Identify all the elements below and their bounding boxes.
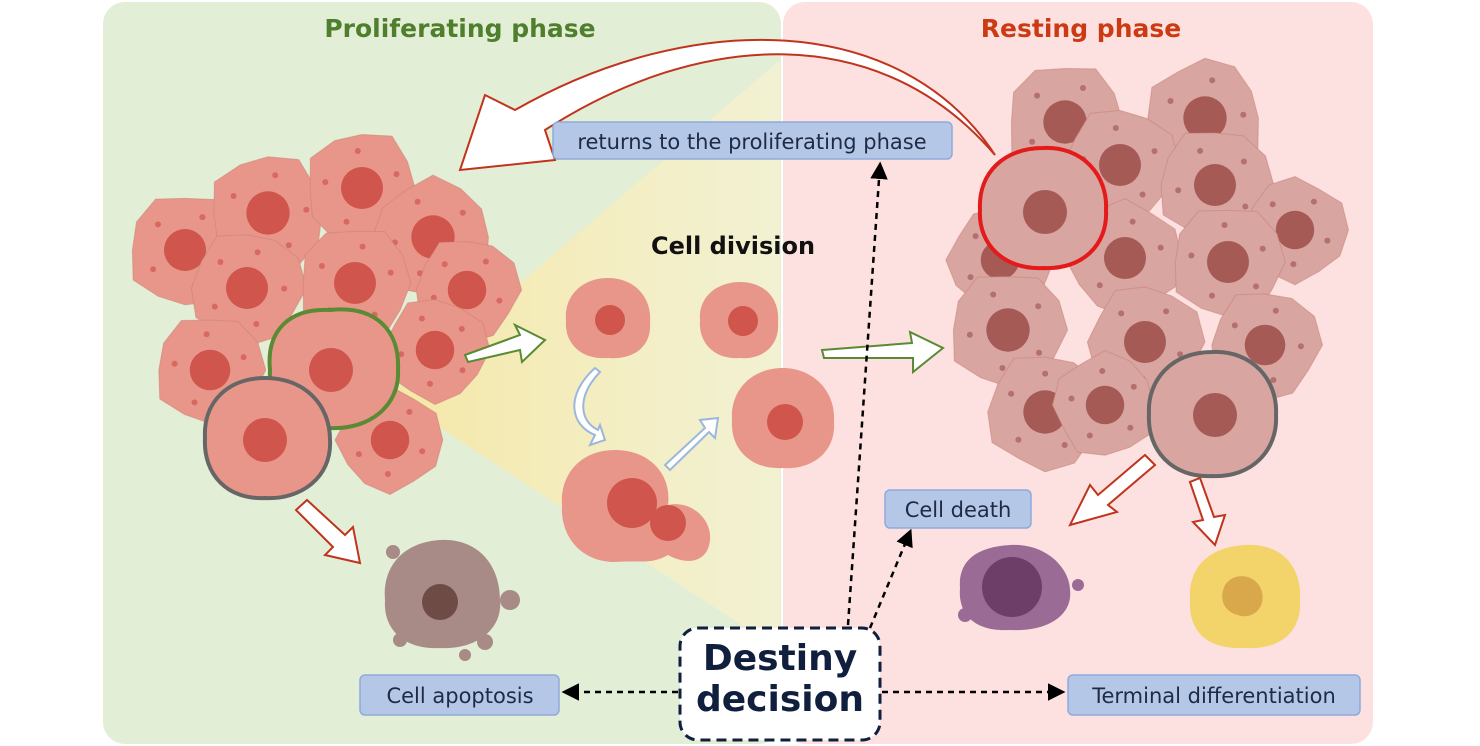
resting-cell-cluster [945, 57, 1350, 473]
division-straight-arrow [663, 416, 720, 472]
dead-cell [958, 544, 1084, 631]
to-resting-arrow [820, 330, 945, 375]
cell-division-label: Cell division [651, 232, 815, 260]
highlighted-apoptotic-origin-cell [202, 375, 333, 501]
resting-cell-12 [1051, 350, 1154, 456]
terminal-differentiation-label: Terminal differentiation [1067, 674, 1361, 716]
to-cell-death-arrow [1068, 453, 1157, 527]
division-arrow-1 [463, 322, 547, 365]
differentiated-cell [1189, 544, 1301, 649]
cell-apoptosis-label: Cell apoptosis [359, 674, 560, 716]
to-differentiation-arrow [1188, 476, 1227, 547]
highlighted-terminal-cell [1146, 349, 1279, 479]
svg-text:decision: decision [696, 679, 864, 720]
proliferating-cell-5 [190, 234, 308, 347]
dividing-cell-3 [731, 368, 835, 469]
resting-cell-7 [1174, 209, 1286, 318]
proliferating-cell-8 [381, 298, 491, 406]
cell-division-cone [390, 60, 780, 650]
dividing-cell-2 [699, 282, 779, 359]
dividing-cell-1 [565, 278, 651, 359]
svg-text:returns to the proliferating p: returns to the proliferating phase [577, 130, 926, 154]
return-arrow [458, 38, 996, 172]
returns-label: returns to the proliferating phase [552, 121, 953, 160]
to-apoptosis-arrow [294, 498, 362, 565]
svg-text:Terminal differentiation: Terminal differentiation [1091, 684, 1336, 708]
svg-text:Destiny: Destiny [703, 638, 857, 679]
cell-death-label: Cell death [884, 489, 1032, 529]
svg-text:Cell apoptosis: Cell apoptosis [386, 684, 533, 708]
resting-phase-title: Resting phase [981, 14, 1181, 43]
division-curve-arrow [573, 366, 607, 447]
cytokinesis-cell [561, 450, 711, 562]
svg-text:Cell death: Cell death [905, 498, 1012, 522]
apoptotic-cell [384, 539, 520, 661]
highlighted-returning-cell [977, 145, 1109, 271]
proliferating-phase-title: Proliferating phase [324, 14, 595, 43]
destiny-decision-box: Destiny decision [678, 626, 882, 742]
